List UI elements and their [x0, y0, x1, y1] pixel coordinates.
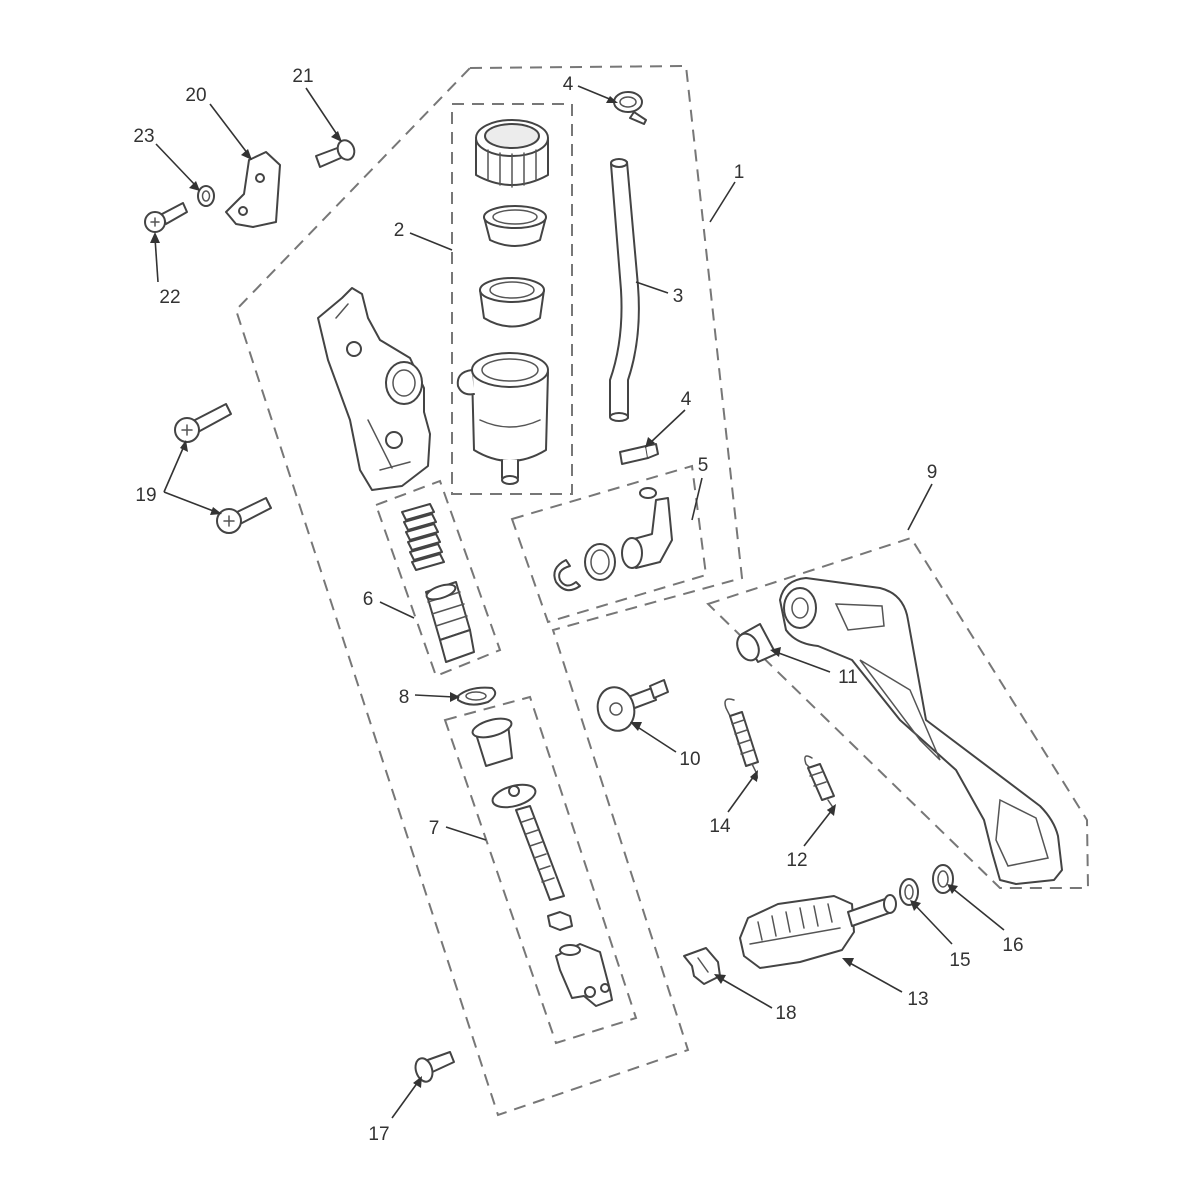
label-part-10: 10	[679, 749, 700, 770]
label-part-16: 16	[1002, 935, 1023, 956]
reservoir-cap	[475, 119, 549, 188]
label-part-22: 22	[159, 287, 180, 308]
label-part-23: 23	[133, 126, 154, 147]
bracket-part	[225, 151, 281, 228]
outline-pedal-9	[706, 536, 1090, 889]
clevis-pin	[414, 1051, 455, 1083]
label-part-12: 12	[786, 850, 807, 871]
bolt-part-22	[144, 202, 188, 233]
outline-assembly-1	[234, 64, 744, 1117]
outline-fitting-5	[510, 464, 708, 624]
o-ring-part	[584, 543, 616, 581]
clevis-part	[555, 943, 613, 1007]
label-part-14: 14	[709, 816, 731, 837]
hose-clip-top	[613, 91, 647, 125]
master-cylinder-body	[317, 287, 431, 491]
circlip-part	[553, 559, 581, 592]
label-part-3: 3	[673, 286, 684, 307]
pivot-bush	[736, 623, 777, 663]
pushrod-boot	[471, 717, 513, 767]
reservoir-diaphragm	[479, 277, 545, 328]
pushrod-rod	[491, 783, 565, 901]
bolt-part-19a	[174, 403, 232, 443]
label-part-19: 19	[135, 485, 156, 506]
part-number-labels: 1 2 3 4 4 5 6 7 8 9 10 11 12 13 14 15 16…	[133, 66, 1023, 1145]
return-spring-12	[804, 755, 835, 813]
label-part-17: 17	[368, 1124, 389, 1145]
label-part-9: 9	[927, 462, 938, 483]
label-part-7: 7	[429, 818, 440, 839]
leader-lines	[150, 85, 1005, 1119]
piston-part	[425, 581, 475, 663]
label-part-21: 21	[292, 66, 313, 87]
label-part-18: 18	[775, 1003, 796, 1024]
outline-reservoir-2	[451, 103, 573, 495]
label-part-11: 11	[838, 667, 858, 688]
bolt-part-19b	[216, 497, 272, 534]
label-part-20: 20	[185, 85, 206, 106]
outline-pushrod-7	[443, 695, 638, 1045]
bolt-part-21	[315, 139, 356, 168]
label-part-4-lower: 4	[681, 389, 692, 410]
label-part-15: 15	[949, 950, 970, 971]
brake-pedal	[779, 577, 1063, 885]
reservoir-seal	[483, 205, 547, 247]
label-part-1: 1	[734, 162, 745, 183]
washer-part-15	[899, 878, 919, 906]
label-part-5: 5	[698, 455, 709, 476]
circlip-part-8	[457, 686, 497, 706]
return-spring-14	[724, 698, 759, 780]
label-part-8: 8	[399, 687, 410, 708]
washer-part-23	[197, 185, 215, 207]
label-part-2: 2	[394, 220, 405, 241]
label-part-4-top: 4	[563, 74, 574, 95]
lock-nut	[547, 911, 573, 931]
label-part-6: 6	[363, 589, 374, 610]
hose-part	[609, 158, 640, 422]
footpeg	[739, 894, 897, 969]
spring-part	[401, 503, 445, 571]
hose-clip-lower	[619, 443, 659, 465]
label-part-13: 13	[907, 989, 928, 1010]
elbow-fitting-part	[621, 487, 673, 569]
outline-piston-6	[374, 479, 502, 678]
reservoir-body	[456, 352, 549, 485]
retaining-clip-18	[683, 947, 721, 985]
pivot-bolt	[596, 679, 669, 732]
